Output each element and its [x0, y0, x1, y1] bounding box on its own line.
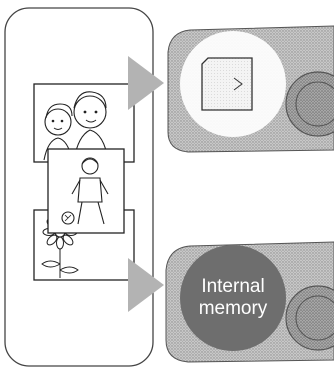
right-arrow-icon-top [128, 56, 164, 110]
photo-soccer-player [47, 148, 125, 234]
internal-memory-label-line1: Internal [201, 276, 264, 297]
right-arrow-icon-bottom [128, 258, 164, 312]
images-frame [4, 7, 154, 367]
camera-bottom: Internal memory [165, 241, 334, 363]
internal-memory-label-line2: memory [199, 298, 268, 319]
memory-card-icon [201, 57, 253, 111]
camera-top [167, 25, 334, 153]
internal-memory-disc [180, 245, 286, 351]
